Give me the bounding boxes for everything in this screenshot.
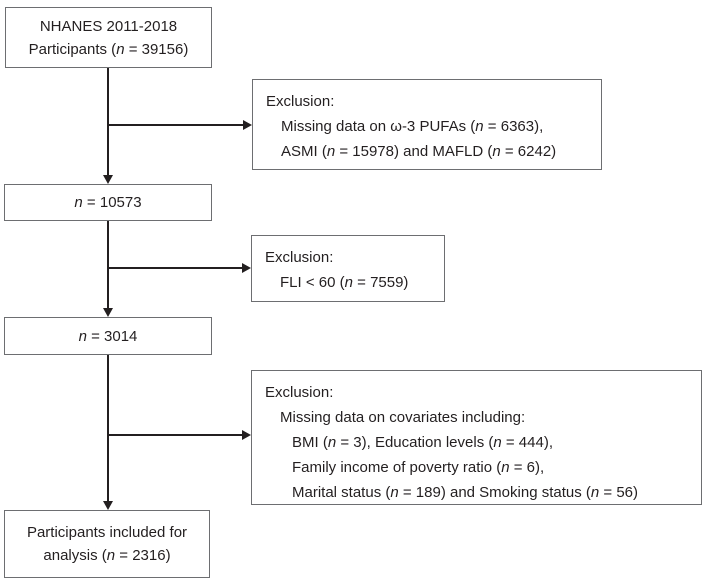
box-text-line: NHANES 2011-2018 bbox=[39, 17, 178, 35]
box-text-line: Participants included for bbox=[26, 524, 188, 541]
connector-top-to-n10573 bbox=[107, 68, 109, 176]
box-n-10573: n = 10573 bbox=[4, 184, 212, 221]
exclusion-item: ASMI (n = 15978) and MAFLD (n = 6242) bbox=[281, 143, 557, 160]
exclusion-heading: Exclusion: bbox=[265, 384, 334, 401]
connector-to-exclusion-3 bbox=[108, 434, 244, 436]
exclusion-item: FLI < 60 (n = 7559) bbox=[280, 274, 409, 291]
arrowhead-down-icon bbox=[103, 175, 113, 184]
exclusion-heading: Exclusion: bbox=[266, 93, 335, 110]
box-exclusion-fli: Exclusion: FLI < 60 (n = 7559) bbox=[251, 235, 445, 302]
exclusion-item: Family income of poverty ratio (n = 6), bbox=[292, 459, 545, 476]
arrowhead-down-icon bbox=[103, 308, 113, 317]
connector-n3014-to-final bbox=[107, 355, 109, 502]
box-exclusion-covariates: Exclusion: Missing data on covariates in… bbox=[251, 370, 702, 505]
exclusion-item: Missing data on covariates including: bbox=[280, 409, 526, 426]
exclusion-item: Marital status (n = 189) and Smoking sta… bbox=[292, 484, 639, 501]
arrowhead-right-icon bbox=[242, 430, 251, 440]
connector-to-exclusion-2 bbox=[108, 267, 244, 269]
arrowhead-right-icon bbox=[242, 263, 251, 273]
box-text-line: analysis (n = 2316) bbox=[43, 547, 171, 564]
box-text-line: Participants (n = 39156) bbox=[28, 40, 189, 58]
connector-n10573-to-n3014 bbox=[107, 221, 109, 309]
box-text-line: n = 10573 bbox=[74, 194, 142, 211]
arrowhead-down-icon bbox=[103, 501, 113, 510]
arrowhead-right-icon bbox=[243, 120, 252, 130]
box-nhanes-participants: NHANES 2011-2018 Participants (n = 39156… bbox=[5, 7, 212, 68]
box-participants-included: Participants included for analysis (n = … bbox=[4, 510, 210, 578]
box-text-line: n = 3014 bbox=[78, 327, 138, 345]
box-exclusion-pufa-asmi-mafld: Exclusion: Missing data on ω-3 PUFAs (n … bbox=[252, 79, 602, 170]
connector-to-exclusion-1 bbox=[108, 124, 245, 126]
exclusion-heading: Exclusion: bbox=[265, 249, 334, 266]
exclusion-item: BMI (n = 3), Education levels (n = 444), bbox=[292, 434, 553, 451]
box-n-3014: n = 3014 bbox=[4, 317, 212, 355]
exclusion-item: Missing data on ω-3 PUFAs (n = 6363), bbox=[281, 118, 544, 135]
